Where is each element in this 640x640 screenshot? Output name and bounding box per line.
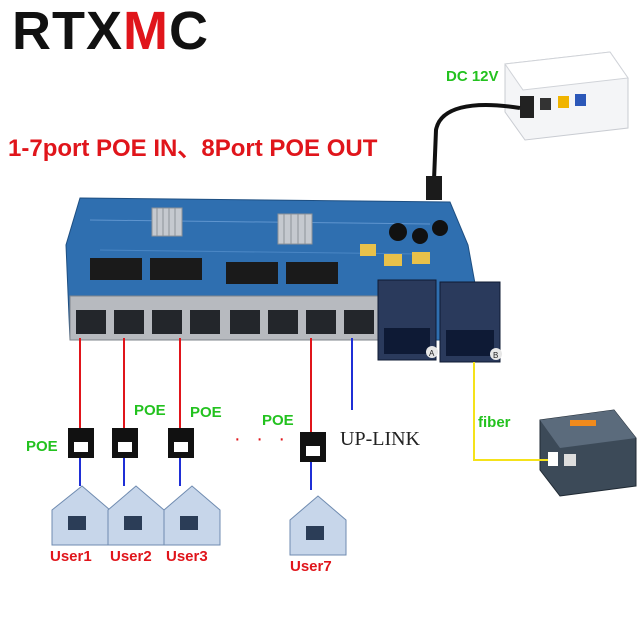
user-computer-icons [68,516,324,540]
power-label: DC 12V [446,68,499,85]
headline: 1-7port POE IN、8Port POE OUT [8,135,378,162]
brand-logo: RTXMC [12,4,209,58]
poe-injector-icons [68,428,326,462]
poe-cable-lines [79,338,312,432]
user-label-1: User1 [50,548,92,565]
user-link-lines [79,458,312,490]
brand-suffix: C [168,1,209,61]
poe-label-7: POE [262,412,294,429]
poe-label-3: POE [190,404,222,421]
fiber-port-label-b: B [493,351,498,360]
dc-power-adapter [426,51,629,200]
uplink-label: UP-LINK [340,428,420,450]
user-label-2: User2 [110,548,152,565]
user-house-icons [51,485,347,556]
user-label-7: User7 [290,558,332,575]
fiber-media-converter [539,409,637,497]
more-users-ellipsis: · · · [234,428,291,450]
poe-label-2: POE [134,402,166,419]
brand-accent: M [123,1,169,61]
poe-label-1: POE [26,438,58,455]
fiber-cable-line [473,362,548,461]
switch-pcb-board: A B [65,197,502,363]
fiber-label: fiber [478,414,511,431]
user-label-3: User3 [166,548,208,565]
fiber-port-label-a: A [429,349,435,358]
brand-prefix: RTX [12,1,123,61]
